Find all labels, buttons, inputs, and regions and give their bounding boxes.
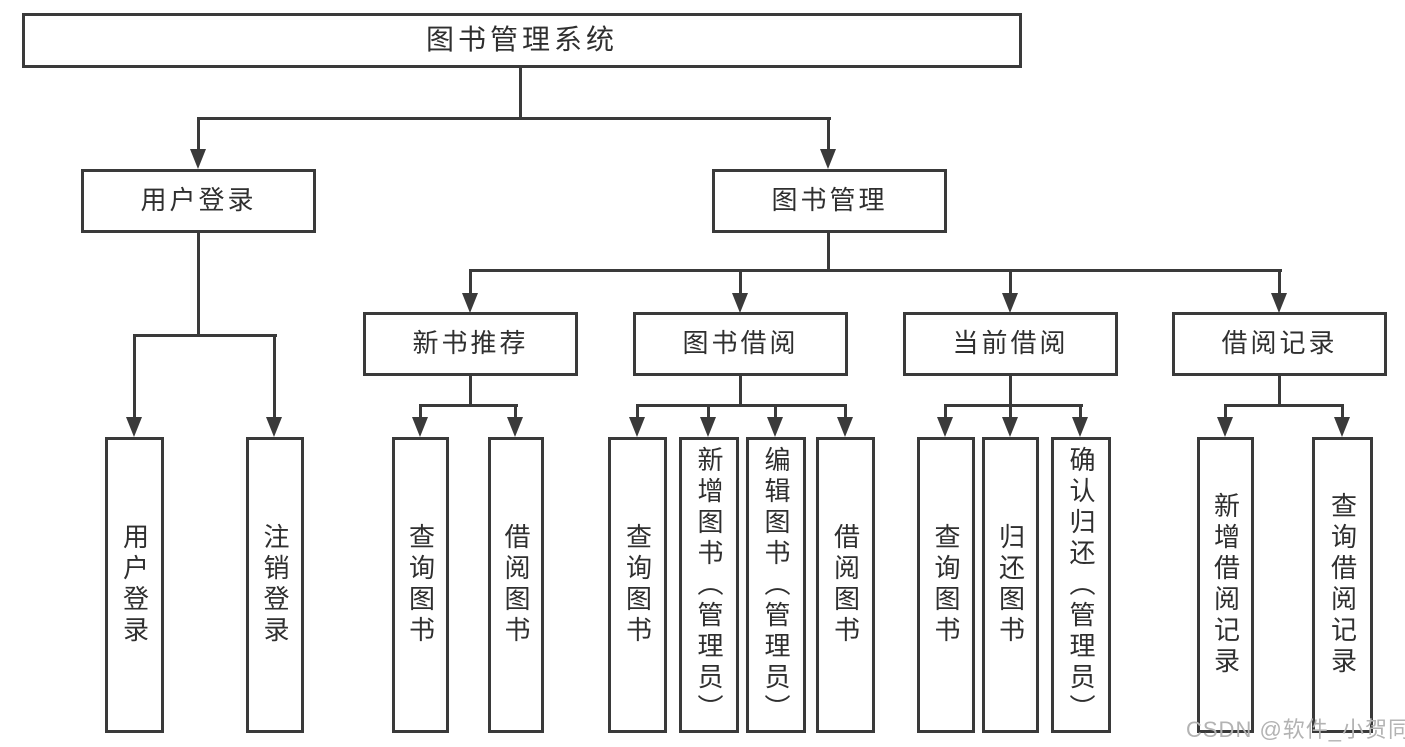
arrowhead-down-icon [462,293,478,313]
connector-line [1009,376,1012,406]
arrowhead-down-icon [1334,417,1350,437]
connector-line [844,404,847,418]
arrowhead-down-icon [266,417,282,437]
connector-line [419,404,518,407]
connector-line [827,117,830,150]
connector-line [273,334,276,418]
connector-line [197,117,200,150]
arrowhead-down-icon [1271,293,1287,313]
arrowhead-down-icon [1002,293,1018,313]
arrowhead-down-icon [1002,417,1018,437]
connector-line [519,66,522,119]
connector-line [197,233,200,336]
leaf-query-books-recommend: 查询图书 [392,437,449,733]
connector-line [636,404,847,407]
connector-line [739,269,742,294]
connector-line [1009,404,1012,418]
node-new-book-recommend: 新书推荐 [363,312,578,376]
connector-line [469,376,472,406]
connector-line [636,404,639,418]
connector-line [469,269,1282,272]
arrowhead-down-icon [507,417,523,437]
arrowhead-down-icon [767,417,783,437]
watermark-text: CSDN @软件_小贺同学 [1186,717,1405,742]
leaf-confirm-return-admin: 确认归还（管理员） [1051,437,1111,733]
node-book-management: 图书管理 [712,169,947,233]
leaf-user-login: 用户登录 [105,437,164,733]
connector-line [827,233,830,271]
leaf-query-borrow-record: 查询借阅记录 [1312,437,1373,733]
arrowhead-down-icon [837,417,853,437]
connector-line [1079,404,1082,418]
leaf-borrow-books-recommend: 借阅图书 [488,437,544,733]
leaf-add-borrow-record: 新增借阅记录 [1197,437,1254,733]
connector-line [133,334,277,337]
connector-line [739,376,742,406]
connector-line [944,404,947,418]
connector-line [197,117,831,120]
leaf-return-books: 归还图书 [982,437,1039,733]
node-user-login: 用户登录 [81,169,316,233]
arrowhead-down-icon [732,293,748,313]
connector-line [1278,269,1281,294]
connector-line [469,269,472,294]
arrowhead-down-icon [190,149,206,169]
arrowhead-down-icon [126,417,142,437]
leaf-query-books-current: 查询图书 [917,437,975,733]
leaf-add-books-admin: 新增图书（管理员） [679,437,739,733]
arrowhead-down-icon [412,417,428,437]
connector-line [944,404,1083,407]
connector-line [133,334,136,418]
connector-line [514,404,517,418]
node-root: 图书管理系统 [22,13,1022,68]
arrowhead-down-icon [629,417,645,437]
arrowhead-down-icon [1072,417,1088,437]
connector-line [774,404,777,418]
connector-line [1278,376,1281,406]
node-book-borrow: 图书借阅 [633,312,848,376]
leaf-logout: 注销登录 [246,437,304,733]
connector-line [1009,269,1012,294]
arrowhead-down-icon [820,149,836,169]
leaf-borrow-books: 借阅图书 [816,437,875,733]
connector-line [419,404,422,418]
node-borrow-records: 借阅记录 [1172,312,1387,376]
node-current-borrow: 当前借阅 [903,312,1118,376]
arrowhead-down-icon [1217,417,1233,437]
connector-line [1341,404,1344,418]
connector-line [1224,404,1344,407]
connector-line [707,404,710,418]
connector-line [1224,404,1227,418]
arrowhead-down-icon [700,417,716,437]
leaf-query-books-borrow: 查询图书 [608,437,667,733]
leaf-edit-books-admin: 编辑图书（管理员） [746,437,806,733]
arrowhead-down-icon [937,417,953,437]
